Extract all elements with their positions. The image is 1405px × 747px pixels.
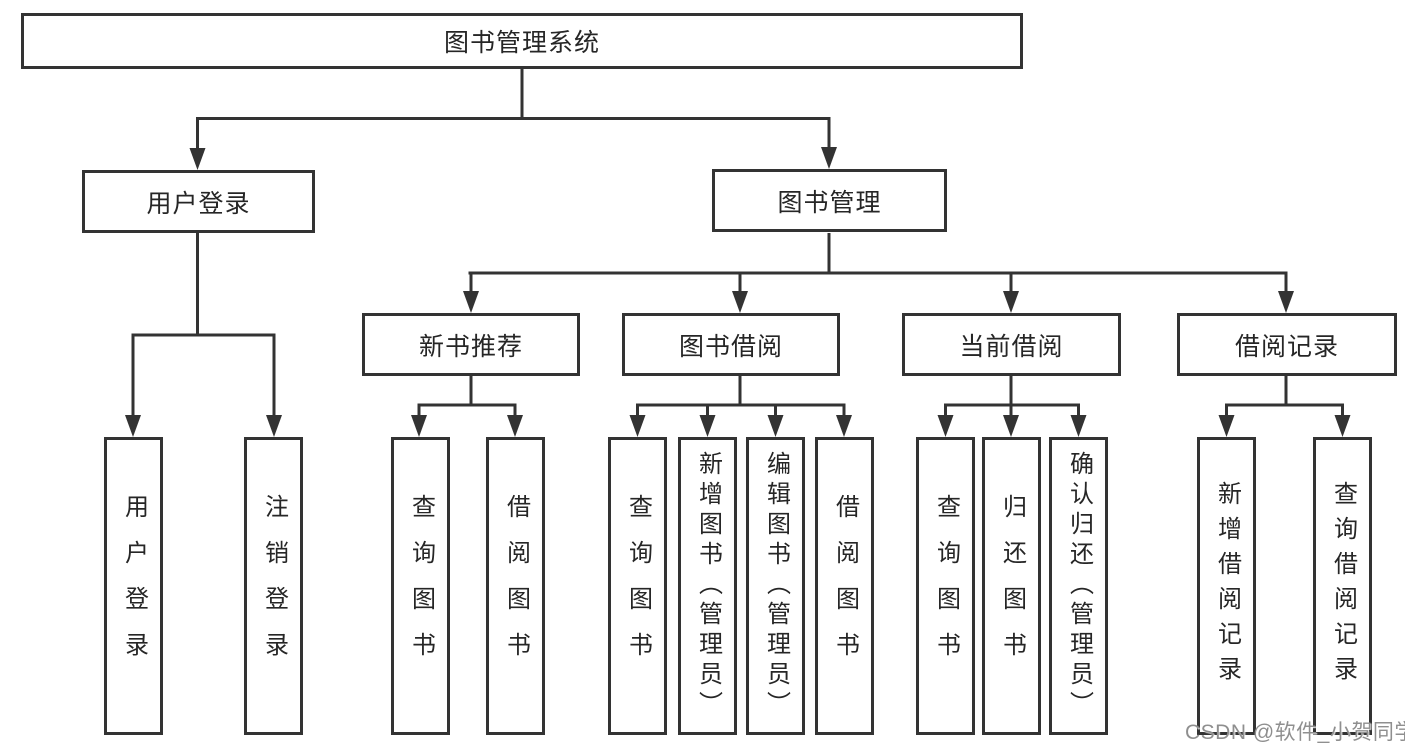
node-label: 用户登录 [146, 189, 251, 218]
arrowhead [1003, 291, 1019, 313]
arrowhead [266, 415, 282, 437]
leaf-label: 用户登录 [120, 494, 148, 678]
leaf-label: 编辑图书︵管理员︶ [762, 451, 790, 721]
leaf-label: 新增图书︵管理员︶ [694, 451, 722, 721]
leaf-label: 确认归还︵管理员︶ [1065, 451, 1093, 721]
leaf-label: 查询借阅记录 [1329, 481, 1357, 691]
node-label: 新书推荐 [418, 332, 523, 361]
arrowheads [125, 147, 1351, 437]
connector-book-borrow-to-leaves [636, 376, 846, 419]
leaf-borrow-edit-books-admin: 编辑图书︵管理员︶ [746, 437, 805, 735]
node-user-login: 用户登录 [82, 170, 315, 233]
arrowhead [767, 415, 784, 437]
arrowhead [732, 291, 748, 313]
leaf-label: 借阅图书 [831, 494, 859, 678]
node-borrow-records: 借阅记录 [1177, 313, 1397, 376]
node-label: 借阅记录 [1234, 332, 1339, 361]
arrowhead [1278, 291, 1294, 313]
connector-user-login-to-leaves [131, 233, 276, 419]
leaf-current-return-books: 归还图书 [982, 437, 1041, 735]
node-label: 图书借阅 [678, 332, 783, 361]
node-label: 图书管理 [777, 188, 882, 217]
leaf-label: 注销登录 [260, 494, 288, 678]
leaf-label: 查询图书 [407, 494, 435, 678]
leaf-logout: 注销登录 [244, 437, 303, 735]
arrowhead [836, 415, 852, 437]
node-book-borrow: 图书借阅 [622, 313, 840, 376]
leaf-recommend-borrow-books: 借阅图书 [486, 437, 545, 735]
leaf-borrow-query-books: 查询图书 [608, 437, 667, 735]
node-library-system: 图书管理系统 [21, 13, 1023, 69]
node-label: 当前借阅 [959, 332, 1064, 361]
leaf-current-confirm-return-admin: 确认归还︵管理员︶ [1049, 437, 1108, 735]
arrowhead [821, 147, 837, 169]
csdn-watermark: CSDN @软件_小贺同学 [1185, 721, 1405, 744]
leaf-records-query-record: 查询借阅记录 [1313, 437, 1372, 735]
leaf-recommend-query-books: 查询图书 [391, 437, 450, 735]
arrowhead [125, 415, 141, 437]
arrowhead [1003, 415, 1019, 437]
connector-root-to-level2 [196, 69, 831, 152]
arrowhead [411, 415, 427, 437]
arrowhead [1218, 415, 1235, 437]
node-label: 图书管理系统 [443, 29, 600, 57]
arrowhead [629, 415, 646, 437]
arrowhead [189, 148, 206, 170]
arrowhead [699, 415, 716, 437]
arrowhead [507, 415, 523, 437]
node-current-borrow: 当前借阅 [902, 313, 1121, 376]
leaf-label: 借阅图书 [502, 494, 530, 678]
leaf-records-add-record: 新增借阅记录 [1197, 437, 1256, 735]
leaf-label: 查询图书 [624, 494, 652, 678]
leaf-label: 新增借阅记录 [1213, 481, 1241, 691]
connector-paths [131, 69, 1344, 419]
connector-new-book-recommend-to-leaves [417, 376, 517, 419]
arrowhead [1070, 415, 1087, 437]
connector-borrow-records-to-leaves [1225, 376, 1344, 419]
arrowhead [937, 415, 954, 437]
leaf-label: 归还图书 [998, 494, 1026, 678]
leaf-user-login: 用户登录 [104, 437, 163, 735]
arrowhead [463, 291, 479, 313]
arrowhead [1334, 415, 1351, 437]
leaf-label: 查询图书 [932, 494, 960, 678]
node-new-book-recommend: 新书推荐 [362, 313, 580, 376]
leaf-current-query-books: 查询图书 [916, 437, 975, 735]
connector-current-borrow-to-leaves [944, 376, 1080, 419]
leaf-borrow-add-books-admin: 新增图书︵管理员︶ [678, 437, 737, 735]
node-book-management: 图书管理 [712, 169, 947, 232]
leaf-borrow-borrow-books: 借阅图书 [815, 437, 874, 735]
connector-book-management-to-level3 [468, 233, 1288, 297]
